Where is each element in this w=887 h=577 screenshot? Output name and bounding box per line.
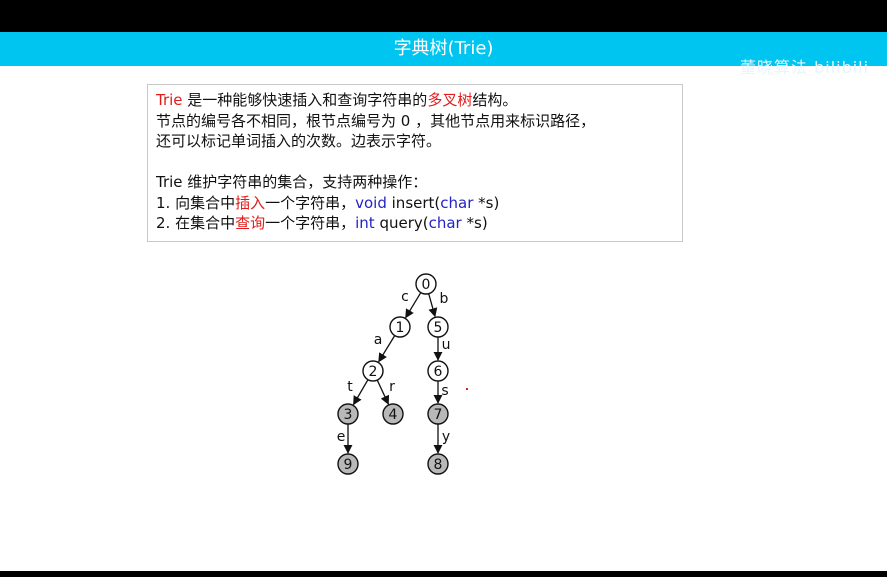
text-line: 还可以标记单词插入的次数。边表示字符。 — [156, 131, 682, 152]
text-segment: 多叉树 — [427, 91, 473, 109]
text-line: 1. 向集合中插入一个字符串，void insert(char *s) — [156, 193, 682, 214]
edge-label: r — [389, 379, 395, 395]
text-line: 节点的编号各不相同，根节点编号为 0 ，其他节点用来标识路径， — [156, 111, 682, 132]
node-label: 0 — [422, 277, 431, 293]
bottom-bar — [0, 571, 887, 577]
tree-node — [362, 360, 384, 382]
text-line: Trie 是一种能够快速插入和查询字符串的多叉树结构。 — [156, 90, 682, 111]
edge-0-1 — [405, 292, 422, 319]
text-segment: 是一种能够快速插入和查询字符串的 — [182, 91, 428, 109]
slide-title: 字典树(Trie) — [0, 32, 887, 66]
text-segment: char — [440, 193, 474, 212]
text-segment: 节点的编号各不相同，根节点编号为 0 ，其他节点用来标识路径， — [156, 111, 596, 130]
text-segment: 插入 — [235, 193, 266, 212]
text-segment: *s) — [473, 193, 500, 212]
edge-1-2 — [378, 335, 396, 363]
text-segment: Trie 维护字符串的集合，支持两种操作： — [156, 173, 428, 191]
node-label: 6 — [434, 364, 443, 380]
text-segment: 1. 向集合中 — [156, 193, 236, 212]
slide: 字典树(Trie) 董晓算法 bilibili Trie 是一种能够快速插入和查… — [0, 32, 887, 571]
text-line: 2. 在集合中查询一个字符串，int query(char *s) — [156, 213, 682, 234]
laser-pointer-dot — [466, 388, 468, 390]
tree-node — [415, 273, 437, 295]
node-label: 3 — [344, 407, 353, 423]
marked-node — [427, 403, 449, 425]
text-line: Trie 维护字符串的集合，支持两种操作： — [156, 172, 682, 193]
edge-2-4 — [376, 379, 390, 405]
node-label: 1 — [396, 320, 405, 336]
marked-node — [337, 453, 359, 475]
node-label: 2 — [369, 364, 378, 380]
text-segment: 查询 — [235, 214, 266, 232]
marked-node — [337, 403, 359, 425]
text-segment: 结构。 — [472, 91, 518, 109]
marked-node — [427, 453, 449, 475]
text-segment: *s) — [461, 214, 488, 232]
node-label: 9 — [344, 457, 353, 473]
tree-node — [427, 316, 449, 338]
text-segment: 一个字符串， — [265, 193, 356, 212]
edge-0-5 — [428, 293, 438, 318]
node-label: 8 — [434, 457, 443, 473]
text-segment: 还可以标记单词插入的次数。边表示字符。 — [156, 132, 442, 150]
edge-label: c — [401, 289, 409, 305]
node-label: 5 — [434, 320, 443, 336]
text-segment: insert( — [386, 193, 441, 212]
text-segment: query( — [374, 214, 429, 232]
edge-label: u — [442, 337, 451, 353]
tree-node — [427, 360, 449, 382]
node-label: 4 — [389, 407, 398, 423]
watermark-logo: 董晓算法 bilibili — [740, 58, 870, 77]
edge-label: a — [374, 332, 383, 348]
text-segment: void — [355, 193, 387, 212]
trie-diagram: c b a u t r s e y 0 1 5 2 6 3 4 7 9 8 — [337, 273, 451, 475]
tree-node — [389, 316, 411, 338]
text-segment: 一个字符串， — [265, 214, 356, 232]
text-segment: 2. 在集合中 — [156, 214, 236, 232]
description-textbox: Trie 是一种能够快速插入和查询字符串的多叉树结构。节点的编号各不相同，根节点… — [147, 84, 683, 242]
node-label: 7 — [434, 407, 443, 423]
edge-2-3 — [352, 379, 369, 406]
edge-label: b — [440, 291, 449, 307]
edge-label: s — [441, 383, 448, 399]
text-segment: int — [355, 214, 375, 232]
edge-label: e — [337, 429, 346, 445]
edge-label: t — [347, 379, 353, 395]
text-segment: char — [428, 214, 462, 232]
text-segment: Trie — [156, 91, 183, 109]
edge-label: y — [442, 429, 450, 445]
marked-node — [382, 403, 404, 425]
